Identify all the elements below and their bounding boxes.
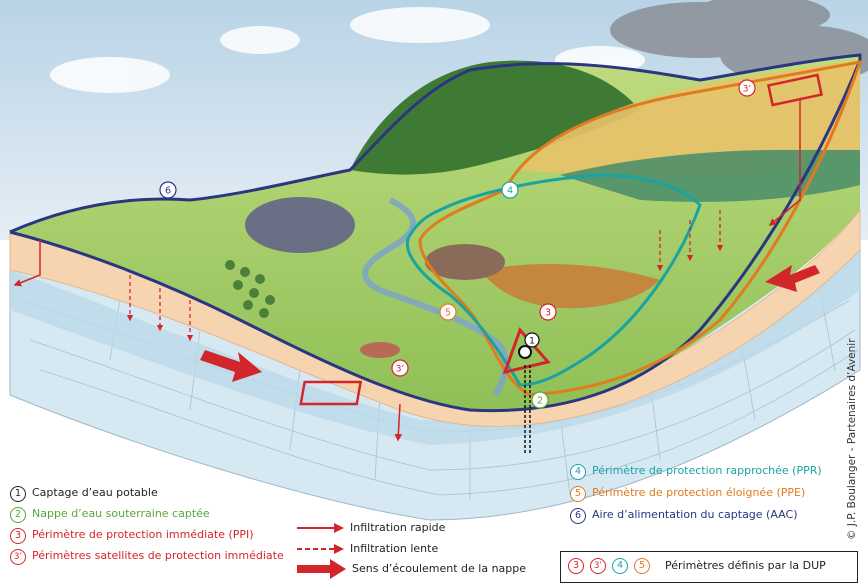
svg-text:4: 4 <box>507 186 513 197</box>
svg-text:3’: 3’ <box>743 85 752 95</box>
dup-legend-box <box>560 551 858 583</box>
legend-num-4: 4 <box>570 464 586 480</box>
marker-2: 2 <box>531 391 549 409</box>
perimeter-ppr <box>405 173 702 387</box>
perimeter-aac <box>9 53 862 413</box>
dup-num-5: 5 <box>634 558 650 574</box>
village <box>245 197 505 358</box>
legend-label-ppe: Périmètre de protection éloignée (PPE) <box>592 486 806 499</box>
legend-num-3-prime: 3’ <box>10 549 26 565</box>
legend-label-nappe: Nappe d’eau souterraine captée <box>32 507 210 520</box>
legend-label-flow: Sens d’écoulement de la nappe <box>352 562 527 575</box>
legend-label-ppr: Périmètre de protection rapprochée (PPR) <box>592 464 822 477</box>
marker-6: 6 <box>159 181 177 199</box>
credit-text: © J.P. Boulanger - Partenaires d’Avenir <box>846 338 858 540</box>
capture-well <box>518 345 532 359</box>
legend-label-rapid: Infiltration rapide <box>350 521 446 534</box>
svg-text:3: 3 <box>545 308 551 319</box>
marker-3-prime-left: 3’ <box>391 359 409 377</box>
legend-num-1: 1 <box>10 486 26 502</box>
legend-num-3: 3 <box>10 528 26 544</box>
legend-num-2: 2 <box>10 507 26 523</box>
dup-num-3: 3 <box>568 558 584 574</box>
rapid-infiltration-arrows <box>13 100 801 442</box>
legend-arrow-flow <box>297 559 346 579</box>
svg-text:2: 2 <box>537 396 543 407</box>
satellite-perimeter-left <box>299 380 363 406</box>
svg-text:6: 6 <box>165 186 171 197</box>
legend-label-ppi: Périmètre de protection immédiate (PPI) <box>32 528 254 541</box>
river <box>362 197 509 397</box>
legend-num-5: 5 <box>570 486 586 502</box>
legend-label-aac: Aire d’alimentation du captage (AAC) <box>592 508 798 521</box>
aquifer <box>10 250 860 445</box>
fields-upper <box>520 60 860 177</box>
svg-text:3’: 3’ <box>396 365 405 375</box>
marker-3: 3 <box>539 303 557 321</box>
forest <box>350 60 640 175</box>
dup-num-4: 4 <box>612 558 628 574</box>
marker-4: 4 <box>501 181 519 199</box>
dup-label: Périmètres définis par la DUP <box>665 559 826 572</box>
legend-label-captage: Captage d’eau potable <box>32 486 158 499</box>
flow-arrow-right <box>765 265 820 292</box>
flow-arrow-left <box>200 350 262 382</box>
svg-text:1: 1 <box>529 337 535 347</box>
legend-label-satellites: Périmètres satellites de protection immé… <box>32 549 284 562</box>
marker-5: 5 <box>439 303 457 321</box>
legend-num-6: 6 <box>570 508 586 524</box>
marker-3-prime-right: 3’ <box>738 79 756 97</box>
ploughed-field <box>480 264 660 309</box>
perimeter-ppe <box>418 60 863 397</box>
orchard <box>225 260 275 318</box>
slow-infiltration-arrows <box>126 210 724 342</box>
satellite-perimeter-right <box>766 73 824 107</box>
fields-mid <box>560 150 860 202</box>
legend-label-slow: Infiltration lente <box>350 542 439 555</box>
clouds <box>50 7 645 93</box>
marker-1: 1 <box>524 332 540 348</box>
dup-num-3-prime: 3’ <box>590 558 606 574</box>
svg-text:5: 5 <box>445 308 451 319</box>
